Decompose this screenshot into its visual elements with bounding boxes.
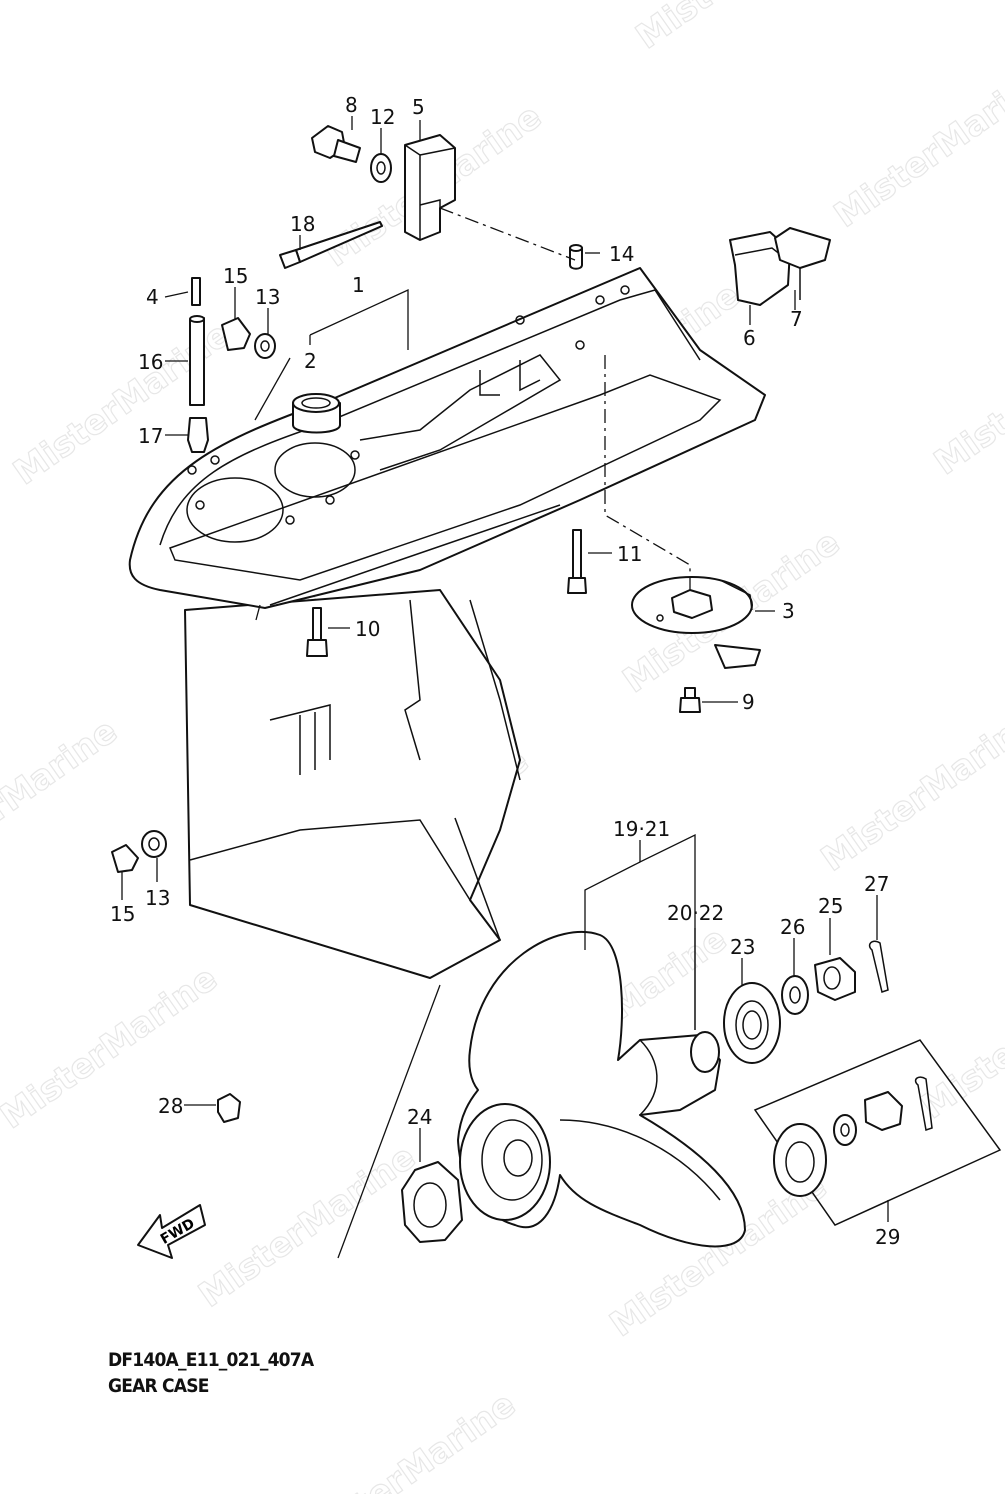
- svg-text:MisterMarine: MisterMarine: [814, 701, 1005, 880]
- part-10-bolt: [306, 607, 328, 657]
- callout-27: 27: [864, 872, 889, 896]
- svg-text:MisterMarine: MisterMarine: [827, 57, 1005, 236]
- part-15-plug-lower: [111, 844, 139, 873]
- svg-text:MisterMarine: MisterMarine: [292, 1384, 523, 1494]
- part-4-fitting: [191, 277, 201, 306]
- callout-13-upper: 13: [255, 285, 280, 309]
- part-23-spacer: [723, 982, 781, 1064]
- callout-8: 8: [345, 93, 358, 117]
- diagram-title: GEAR CASE: [108, 1375, 209, 1397]
- callout-15-lower: 15: [110, 902, 135, 926]
- part-9-bolt: [679, 687, 701, 713]
- callout-20-22: 20·22: [667, 901, 724, 925]
- part-25-nut: [814, 957, 856, 1001]
- callout-12: 12: [370, 105, 395, 129]
- part-11-bolt: [567, 529, 587, 594]
- callout-6: 6: [743, 326, 756, 350]
- callout-9: 9: [742, 690, 755, 714]
- part-26-washer: [781, 975, 809, 1015]
- part-7-plate: [774, 227, 831, 300]
- callout-15-upper: 15: [223, 264, 248, 288]
- svg-text:MisterMarine: MisterMarine: [0, 711, 125, 890]
- part-13-washer-upper: [254, 333, 276, 359]
- svg-text:MisterMarine: MisterMarine: [0, 958, 225, 1137]
- part-5-cover: [404, 134, 456, 241]
- callout-5: 5: [412, 95, 425, 119]
- callout-16: 16: [138, 350, 163, 374]
- part-2-bushing: [292, 393, 341, 434]
- callout-1: 1: [352, 273, 365, 297]
- part-17-connector: [187, 417, 209, 453]
- callout-23: 23: [730, 935, 755, 959]
- svg-text:MisterMarine: MisterMarine: [927, 305, 1005, 484]
- callout-24: 24: [407, 1105, 432, 1129]
- callout-14: 14: [609, 242, 634, 266]
- callout-19-21: 19·21: [613, 817, 670, 841]
- leader-lines: [121, 116, 889, 1259]
- part-15-plug-upper: [221, 317, 251, 351]
- callout-17: 17: [138, 424, 163, 448]
- part-18-tie-strap: [279, 221, 383, 269]
- svg-text:MisterMarine: MisterMarine: [629, 0, 860, 57]
- callout-25: 25: [818, 894, 843, 918]
- diagram-code: DF140A_E11_021_407A: [108, 1349, 314, 1371]
- part-14-dowel-pin: [569, 244, 583, 270]
- callout-7: 7: [790, 307, 803, 331]
- part-28-plug: [217, 1093, 241, 1123]
- callout-26: 26: [780, 915, 805, 939]
- callout-11: 11: [617, 542, 642, 566]
- propeller: [457, 930, 746, 1248]
- gear-case-body: [128, 267, 766, 979]
- callout-labels: 1 2 3 4 5 6 7 8 9 10 11 12 13 13 14 15 1…: [110, 93, 900, 1249]
- part-27-cotter-pin: [868, 940, 889, 993]
- callout-13-lower: 13: [145, 886, 170, 910]
- callout-3: 3: [782, 599, 795, 623]
- callout-28: 28: [158, 1094, 183, 1118]
- alignment-lines: [439, 207, 691, 590]
- callout-29: 29: [875, 1225, 900, 1249]
- part-12-washer: [370, 153, 392, 183]
- part-29-kit: [753, 1039, 1002, 1226]
- callout-18: 18: [290, 212, 315, 236]
- callout-10: 10: [355, 617, 380, 641]
- svg-text:MisterMarine: MisterMarine: [914, 948, 1005, 1127]
- part-8-bolt: [311, 125, 361, 163]
- part-16-water-tube: [189, 315, 205, 406]
- part-13-washer-lower: [141, 830, 167, 858]
- svg-text:MisterMarine: MisterMarine: [192, 1137, 423, 1316]
- part-24-spacer: [401, 1161, 463, 1243]
- callout-2: 2: [304, 349, 317, 373]
- callout-4: 4: [146, 285, 159, 309]
- fwd-arrow: FWD: [137, 1204, 206, 1259]
- part-3-trim-tab: [631, 576, 761, 669]
